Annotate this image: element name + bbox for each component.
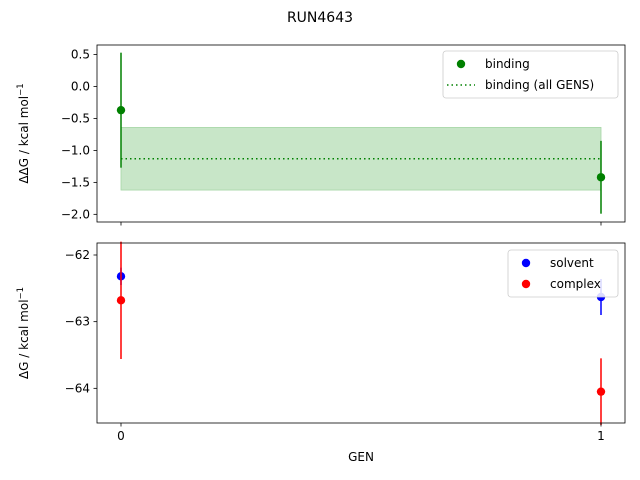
- y-tick-label: −1.5: [61, 175, 90, 189]
- data-point: [596, 173, 606, 182]
- y-tick-label: 0.5: [71, 48, 90, 62]
- legend-marker: [521, 279, 531, 289]
- chart-title: RUN4643: [287, 10, 353, 26]
- x-tick-label: 1: [597, 429, 605, 443]
- x-axis-label: GEN: [348, 450, 374, 464]
- legend-box: [507, 249, 619, 298]
- y-tick-label: −64: [65, 381, 90, 395]
- y-axis-label: ΔΔG / kcal mol−1: [16, 83, 31, 183]
- legend-label: solvent: [550, 256, 594, 270]
- legend-marker: [521, 258, 531, 268]
- y-axis-label: ΔG / kcal mol−1: [16, 287, 31, 379]
- data-point: [596, 387, 606, 396]
- y-tick-label: −63: [65, 315, 90, 329]
- legend-label: binding (all GENS): [485, 78, 594, 92]
- legend-marker: [456, 59, 466, 69]
- y-tick-label: −0.5: [61, 111, 90, 125]
- y-tick-label: −1.0: [61, 143, 90, 157]
- data-point: [116, 105, 126, 115]
- legend-box: [442, 50, 619, 99]
- y-tick-label: −62: [65, 248, 90, 262]
- legend-label: binding: [485, 57, 530, 71]
- plot-frame: [96, 44, 626, 223]
- x-tick-label: 0: [117, 429, 125, 443]
- top-plot: 0.5 0.0 −0.5 −1.0 −1.5 −2.0 ΔΔG / kcal mol−1 bi…: [16, 44, 626, 226]
- legend-label: complex: [550, 277, 601, 291]
- data-point: [116, 296, 126, 305]
- y-tick-label: 0.0: [71, 80, 90, 94]
- y-tick-label: −2.0: [61, 207, 90, 221]
- plot-frame: [96, 242, 626, 424]
